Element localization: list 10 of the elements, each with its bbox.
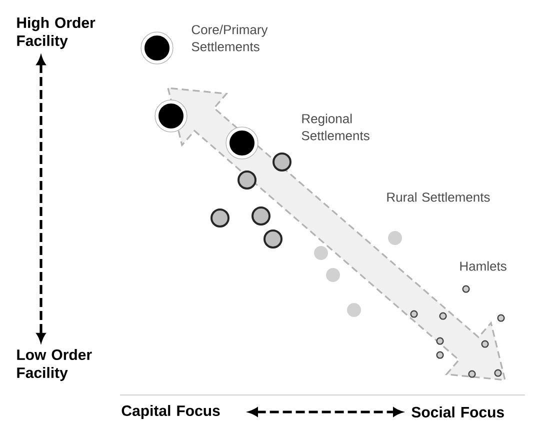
axis-label: High Order Facility [17, 17, 96, 49]
category-label: Regional Settlements [302, 114, 370, 140]
category-label: Hamlets [460, 261, 506, 271]
category-label: Rural Settlements [387, 192, 490, 202]
axis-label: Capital Focus [122, 405, 220, 419]
axis-label: Low Order Facility [17, 349, 92, 381]
category-label: Core/Primary Settlements [192, 24, 268, 52]
double-arrow [36, 56, 46, 342]
double-arrow [248, 408, 402, 416]
axis-label: Social Focus [412, 406, 504, 418]
